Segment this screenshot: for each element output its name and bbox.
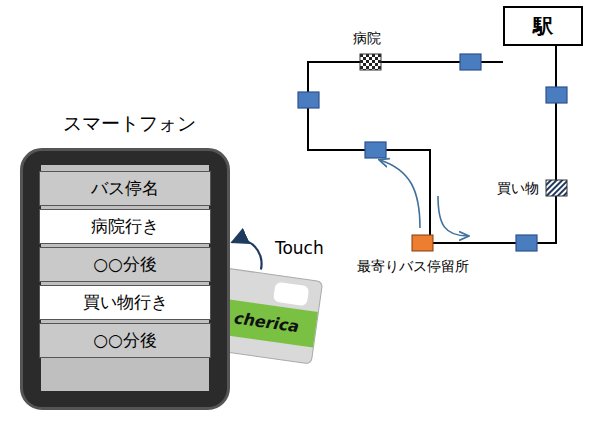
phone-title: スマートフォン — [63, 111, 196, 137]
row-text: ○○分後 — [93, 253, 157, 276]
hospital-stop — [360, 54, 381, 70]
nearest-stop — [412, 235, 433, 251]
smartphone: スマートフォンバス停名病院行き○○分後買い物行き○○分後 — [20, 148, 230, 410]
map-label: 病院 — [352, 30, 382, 48]
map-label: 買い物 — [496, 180, 540, 198]
route-arrow — [438, 196, 468, 236]
map-label: 最寄りバス停留所 — [356, 258, 470, 276]
screen-row: 買い物行き — [39, 285, 211, 320]
screen-row: バス停名 — [39, 171, 211, 206]
row-text: ○○分後 — [93, 329, 157, 352]
row-text: 買い物行き — [83, 291, 168, 314]
screen-row: ○○分後 — [39, 247, 211, 282]
route-line — [308, 46, 556, 243]
touch-arrow — [232, 240, 262, 269]
row-text: 病院行き — [91, 215, 159, 238]
screen-row: ○○分後 — [39, 323, 211, 358]
card-logo — [273, 282, 309, 307]
row-text: バス停名 — [91, 177, 159, 200]
edge-label: Touch — [273, 238, 326, 258]
shopping-stop — [546, 180, 567, 196]
screen-row: 病院行き — [39, 209, 211, 244]
station-box: 駅 — [503, 6, 583, 46]
station-label: 駅 — [533, 13, 553, 40]
bus-stop — [298, 54, 567, 251]
route-arrow — [380, 160, 420, 228]
